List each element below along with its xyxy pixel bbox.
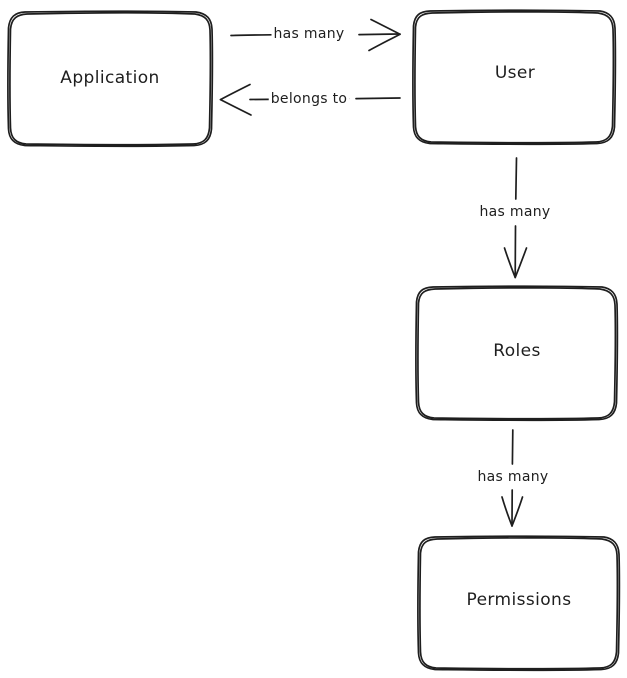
edge-label-user-belongs-to-application: belongs to bbox=[268, 91, 350, 107]
edge-roles-has-many-permissions bbox=[501, 429, 524, 527]
node-label-user: User bbox=[494, 63, 536, 83]
node-shape-permissions bbox=[417, 535, 621, 672]
node-label-roles: Roles bbox=[493, 341, 541, 361]
node-label-permissions: Permissions bbox=[466, 590, 572, 610]
node-shape-roles bbox=[415, 285, 619, 422]
edge-label-roles-has-many-permissions: has many bbox=[475, 469, 551, 485]
node-label-application: Application bbox=[60, 68, 160, 88]
edge-user-has-many-roles bbox=[503, 157, 528, 279]
edge-label-application-has-many-user: has many bbox=[271, 26, 347, 42]
edge-label-user-has-many-roles: has many bbox=[477, 204, 553, 220]
node-shape-application bbox=[7, 10, 214, 148]
node-shape-user bbox=[412, 9, 617, 146]
